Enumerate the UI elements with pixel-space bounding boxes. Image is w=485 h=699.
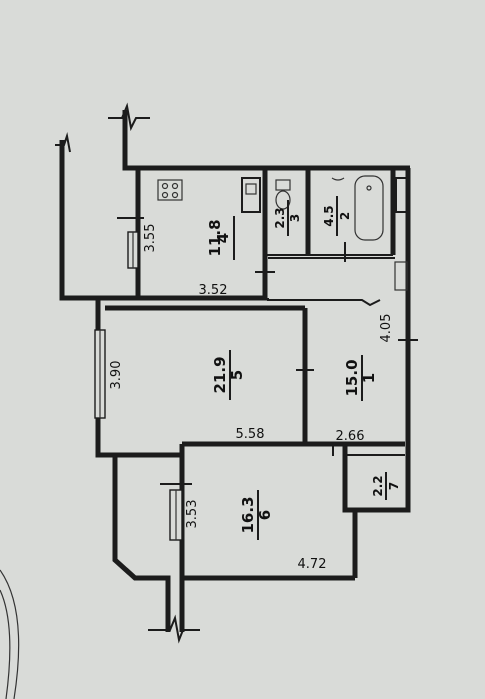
room-2-label: 2 4.5	[322, 196, 352, 236]
room-4-number: 4	[214, 233, 232, 243]
room-1-area: 15.0	[343, 359, 361, 396]
room-5-label: 5 21.9	[211, 350, 246, 400]
break-marks	[55, 102, 200, 644]
room-5-number: 5	[228, 370, 246, 380]
room-5-area: 21.9	[211, 356, 229, 393]
dim-room6-height: 3.53	[185, 500, 200, 529]
dim-room6-width: 4.72	[298, 557, 327, 572]
dim-hall-width: 2.66	[336, 429, 365, 444]
room-3-area: 2.3	[273, 207, 287, 228]
bathtub-icon	[331, 175, 409, 241]
room-6-area: 16.3	[239, 496, 257, 533]
windows	[94, 231, 183, 541]
room-3-label: 3 2.3	[273, 200, 302, 236]
room-1-number: 1	[360, 373, 378, 383]
room-6-label: 6 16.3	[239, 490, 274, 540]
room-2-number: 2	[338, 212, 352, 220]
room-2-area: 4.5	[322, 205, 336, 226]
dim-room5-height: 3.90	[109, 361, 124, 390]
room-4-label: 4 11.8	[206, 216, 235, 260]
door-marks	[117, 217, 418, 485]
dim-room4-width: 3.52	[199, 283, 228, 298]
cabinet-icon	[394, 261, 408, 291]
toilet-icon	[275, 179, 291, 210]
kitchen-stove-icon	[157, 179, 183, 201]
stamp-arc-inner	[0, 589, 11, 699]
room-3-number: 3	[288, 214, 302, 222]
room-1-label: 1 15.0	[343, 355, 378, 401]
dim-room5-width: 5.58	[236, 427, 265, 442]
room-7-area: 2.2	[371, 475, 385, 496]
room-6-number: 6	[256, 510, 274, 520]
dim-room4-height: 3.55	[143, 224, 158, 253]
room-4-area: 11.8	[206, 219, 224, 256]
room-7-number: 7	[387, 482, 401, 490]
stamp-arc	[0, 569, 20, 699]
sink-icon	[241, 177, 261, 213]
room-7-label: 7 2.2	[371, 472, 401, 500]
dim-room1-height: 4.05	[379, 314, 394, 343]
